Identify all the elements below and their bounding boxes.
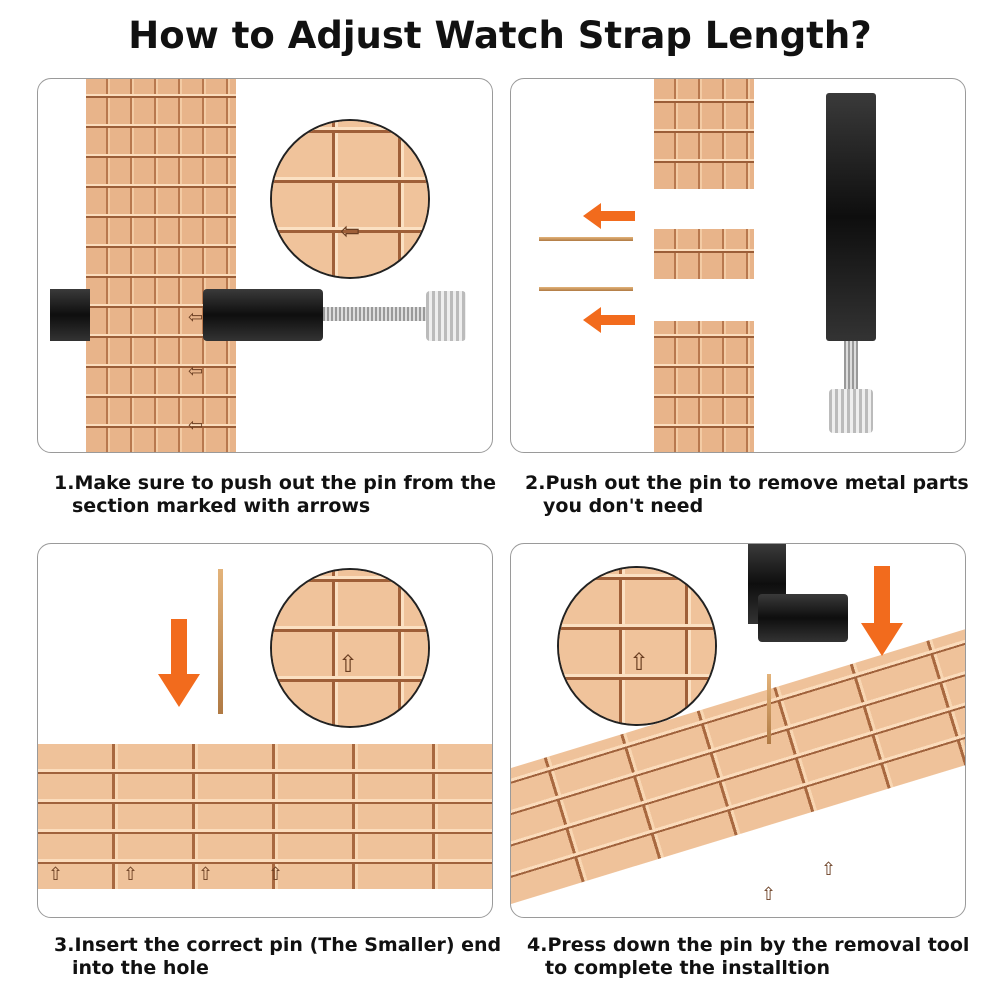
- caption-line: into the hole: [72, 957, 209, 979]
- pin-removal-tool: [758, 594, 848, 642]
- arrow-up-icon: ⇧: [761, 884, 777, 905]
- caption-line: 4.Press down the pin by the removal tool: [527, 934, 970, 956]
- pin: [539, 287, 633, 291]
- arrow-up-icon: ⇧: [268, 864, 284, 885]
- pin: [218, 569, 223, 714]
- magnifier-circle: ⇧: [557, 566, 717, 726]
- tool-knob: [829, 389, 873, 433]
- down-arrow-icon: [158, 619, 200, 707]
- arrow-mark-icon: ⇦: [188, 361, 204, 382]
- arrow-mark-icon: ⇦: [188, 415, 204, 436]
- pin-removal-tool: [826, 93, 876, 341]
- pin: [539, 237, 633, 241]
- arrow-up-icon: ⇧: [198, 864, 214, 885]
- watch-strap: [86, 79, 236, 452]
- arrow-up-icon: ⇧: [48, 864, 64, 885]
- arrow-mark-icon: ⇦: [340, 217, 361, 245]
- step-3-illustration: ⇧ ⇧ ⇧ ⇧ ⇧: [37, 543, 493, 918]
- caption-line: you don't need: [543, 495, 704, 517]
- page-title: How to Adjust Watch Strap Length?: [128, 14, 872, 57]
- caption-line: to complete the installtion: [545, 957, 831, 979]
- strap-segment: [654, 79, 754, 189]
- arrow-up-icon: ⇧: [338, 650, 359, 678]
- strap-segment: [654, 321, 754, 452]
- down-arrow-icon: [861, 566, 903, 656]
- pin-removal-tool: [50, 289, 90, 341]
- watch-strap: [38, 744, 492, 889]
- step-2-illustration: [510, 78, 966, 453]
- arrow-up-icon: ⇧: [123, 864, 139, 885]
- caption-line: 2.Push out the pin to remove metal parts: [525, 472, 969, 494]
- arrow-mark-icon: ⇦: [188, 307, 204, 328]
- arrow-up-icon: ⇧: [629, 648, 650, 676]
- step-4-illustration: ⇧ ⇧ ⇧: [510, 543, 966, 918]
- caption-line: 3.Insert the correct pin (The Smaller) e…: [54, 934, 502, 956]
- caption-line: 1.Make sure to push out the pin from the: [54, 472, 497, 494]
- strap-segment: [654, 229, 754, 279]
- magnifier-circle: ⇦: [270, 119, 430, 279]
- step-2-caption: 2.Push out the pin to remove metal parts…: [525, 472, 995, 518]
- pin-removal-tool: [203, 289, 323, 341]
- tool-knob: [426, 291, 466, 341]
- left-arrow-icon: [583, 307, 635, 333]
- left-arrow-icon: [583, 203, 635, 229]
- magnifier-circle: ⇧: [270, 568, 430, 728]
- step-3-caption: 3.Insert the correct pin (The Smaller) e…: [54, 934, 524, 980]
- caption-line: section marked with arrows: [72, 495, 371, 517]
- step-1-illustration: ⇦ ⇦ ⇦ ⇦: [37, 78, 493, 453]
- tool-screw: [323, 307, 428, 321]
- step-4-caption: 4.Press down the pin by the removal tool…: [527, 934, 997, 980]
- tool-screw: [844, 341, 858, 391]
- arrow-up-icon: ⇧: [821, 859, 837, 880]
- step-1-caption: 1.Make sure to push out the pin from the…: [54, 472, 524, 518]
- pin: [767, 674, 771, 744]
